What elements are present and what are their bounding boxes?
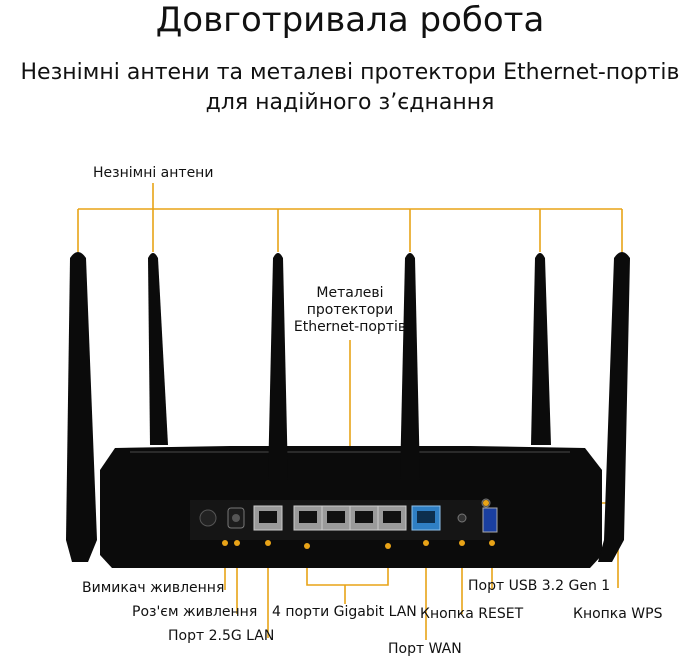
label-wps-button: Кнопка WPS [573, 606, 663, 622]
lan-port-2 [321, 505, 351, 531]
subtitle-line-1: Незнімні антени та металеві протектори E… [20, 60, 680, 85]
label-antennas: Незнімні антени [93, 165, 214, 181]
usb-port [482, 507, 498, 533]
label-port-2-5g: Порт 2.5G LAN [168, 628, 275, 644]
antenna-5 [531, 253, 551, 445]
antenna-2 [148, 253, 168, 445]
label-power-switch: Вимикач живлення [82, 580, 225, 596]
power-switch [199, 509, 217, 527]
label-protectors: Металеві протектори Ethernet-портів [293, 285, 407, 335]
antenna-3 [268, 253, 288, 480]
subtitle-line-2: для надійного з’єднання [205, 90, 495, 115]
label-power-jack: Роз'єм живлення [132, 604, 258, 620]
page-title: Довготривала робота [155, 0, 545, 40]
antenna-6 [598, 252, 630, 562]
antennas [66, 252, 630, 562]
antenna-4 [400, 253, 420, 480]
label-reset-button: Кнопка RESET [420, 606, 524, 622]
label-gigabit-lan: 4 порти Gigabit LAN [272, 604, 417, 620]
label-usb-port: Порт USB 3.2 Gen 1 [468, 578, 611, 594]
callout-dots [222, 500, 495, 549]
port-panel [199, 498, 498, 533]
label-wan-port: Порт WAN [388, 641, 462, 657]
antenna-1 [66, 252, 97, 562]
reset-button [457, 513, 467, 523]
